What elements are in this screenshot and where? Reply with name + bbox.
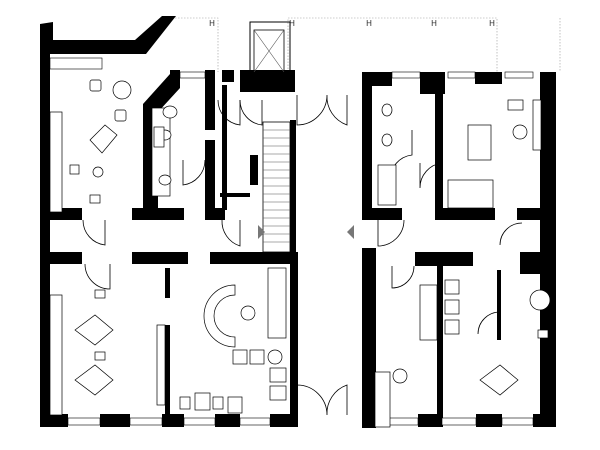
marker-h: H bbox=[289, 19, 295, 28]
entry-arrow-right-icon bbox=[347, 225, 354, 239]
staircase bbox=[253, 29, 291, 253]
entry-arrow-left-icon bbox=[258, 225, 265, 239]
marker-h: H bbox=[431, 19, 437, 28]
balcony-outline bbox=[175, 17, 561, 72]
marker-h: H bbox=[209, 19, 215, 28]
windows bbox=[49, 57, 534, 426]
marker-h: H bbox=[489, 19, 495, 28]
walls bbox=[40, 16, 556, 428]
doors bbox=[82, 94, 523, 416]
marker-h: H bbox=[366, 19, 372, 28]
furniture bbox=[49, 79, 551, 428]
balcony-markers: H H H H H bbox=[209, 19, 495, 28]
